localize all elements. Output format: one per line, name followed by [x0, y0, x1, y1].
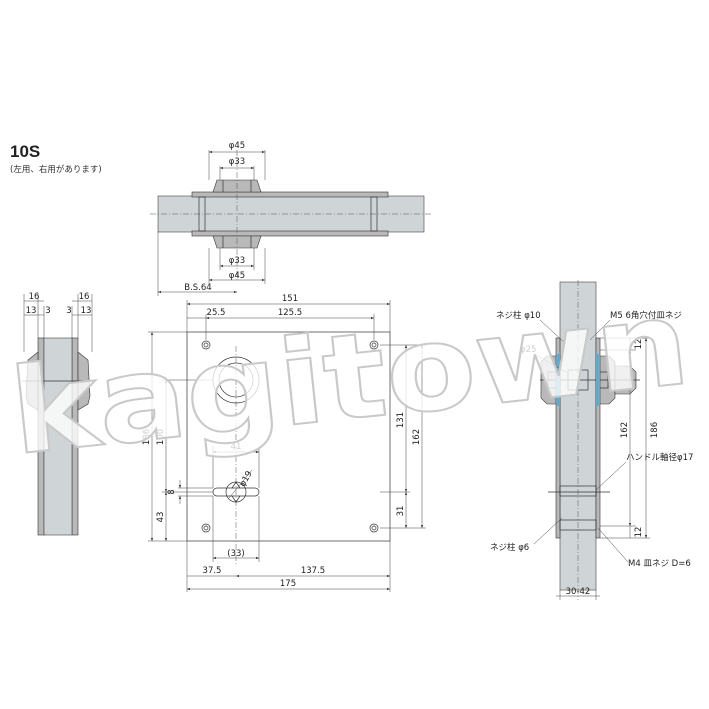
dim-side-right-b: 13	[81, 306, 92, 316]
dim-top-outer-dia: φ45	[229, 141, 245, 151]
label-screw-post-bottom: ネジ柱 φ6	[490, 542, 529, 553]
label-dia-25: φ25	[520, 345, 536, 355]
top-view: φ45 φ33 φ33 φ45 B.S.64	[150, 141, 432, 296]
label-screw-post-top: ネジ柱 φ10	[496, 310, 541, 321]
dim-front-height-right-total: 162	[412, 429, 422, 445]
dim-side-left-a: 13	[26, 306, 37, 316]
dim-front-height-right-bottom: 31	[396, 506, 406, 517]
front-plate	[186, 331, 391, 542]
top-view-plate-lower	[191, 230, 389, 237]
dim-front-height-lower: 43	[156, 512, 166, 523]
side-door	[43, 337, 73, 536]
dim-bottom-paren: (33)	[227, 549, 244, 559]
dim-section-162: 162	[620, 422, 630, 438]
dim-backset: B.S.64	[184, 283, 211, 293]
dim-side-right-total: 16	[79, 292, 90, 302]
dim-front-offset-right: 125.5	[278, 308, 302, 318]
dim-bottom-right: 137.5	[301, 566, 325, 576]
dim-spindle-dia: φ19	[238, 469, 255, 488]
dim-side-right-a: 3	[66, 306, 71, 316]
dim-section-12-bottom: 12	[634, 527, 644, 538]
dim-front-height-right: 131	[396, 412, 406, 428]
dim-side-left-total: 16	[29, 292, 40, 302]
dim-front-height-upper: 100	[156, 429, 166, 445]
front-view: 151 25.5 125.5 186 100 43 8 131 31 162	[142, 294, 426, 592]
dim-front-width-total: 175	[280, 579, 296, 589]
model-note: (左用、右用があります)	[10, 165, 102, 175]
dim-top-inner-dia: φ33	[229, 157, 245, 167]
side-view: 16 13 3 16 3 13	[22, 292, 94, 536]
dim-bottom-outer-dia: φ45	[229, 271, 245, 281]
dim-front-width-top: 151	[282, 294, 298, 304]
dim-section-186: 186	[650, 422, 660, 438]
dim-door-thickness: 30-42	[566, 587, 591, 597]
label-flat-screw: M4 皿ネジ D=6	[628, 559, 691, 569]
model-title: 10S	[10, 142, 41, 161]
dim-bottom-left: 37.5	[203, 566, 222, 576]
dim-spindle-offset: 8	[167, 489, 177, 494]
dim-front-offset-left: 25.5	[207, 308, 226, 318]
dim-bottom-inner-dia: φ33	[229, 256, 245, 266]
dim-side-left-b: 3	[45, 306, 50, 316]
dim-front-height-total: 186	[142, 429, 152, 445]
screw-holes	[201, 340, 379, 533]
section-view: 12 162 12 186 ネジ柱 φ10 M5 6角穴付皿ネジ φ25 ハンド…	[490, 280, 693, 600]
label-handle-shaft: ハンドル軸径φ17	[626, 452, 693, 463]
label-hex-screw: M5 6角穴付皿ネジ	[610, 310, 682, 321]
dim-spindle-gap: 41	[231, 442, 242, 452]
dim-section-12-top: 12	[634, 339, 644, 350]
top-view-plate-upper	[191, 191, 389, 198]
